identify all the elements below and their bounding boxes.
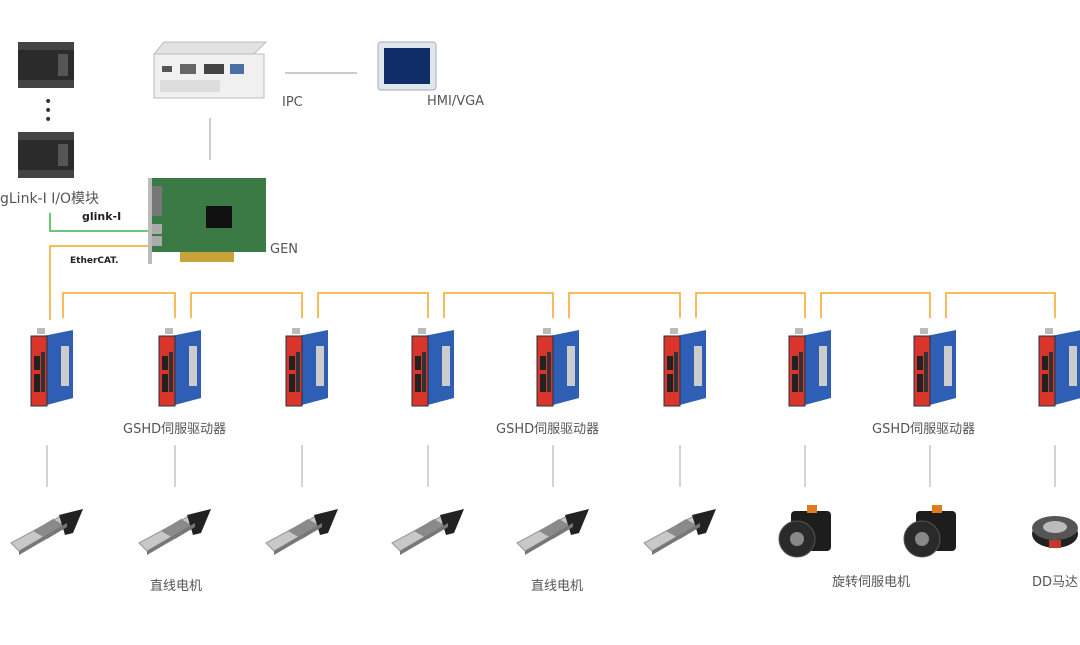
driver-label: GSHD伺服驱动器 bbox=[496, 422, 600, 437]
rotary-motor-label: 旋转伺服电机 bbox=[832, 575, 911, 590]
glink-line bbox=[49, 213, 155, 232]
rotary-servo-motor-icon bbox=[902, 503, 962, 567]
servo-driver-icon bbox=[660, 326, 710, 412]
hmi-label: HMI/VGA bbox=[427, 94, 485, 109]
io-module-label: gLink-I I/O模块 bbox=[0, 191, 100, 207]
ethercat-chain-line bbox=[568, 292, 681, 318]
dd-motor-label: DD马达 bbox=[1032, 575, 1079, 590]
ethercat-chain-line bbox=[695, 292, 806, 318]
io-module-icon bbox=[18, 132, 74, 178]
gen-card-icon bbox=[148, 178, 266, 264]
ethercat-chain-line bbox=[190, 292, 303, 318]
ethercat-chain-line bbox=[62, 292, 176, 318]
linear-motor-icon bbox=[390, 505, 470, 565]
servo-driver-icon bbox=[27, 326, 77, 412]
hmi-monitor-icon bbox=[377, 41, 437, 91]
gen-label: GEN bbox=[270, 242, 299, 257]
ipc-label: IPC bbox=[282, 95, 303, 110]
ethercat-logo: EtherCAT. bbox=[70, 256, 119, 266]
ethercat-line-main bbox=[49, 245, 152, 320]
linear-motor-icon bbox=[515, 505, 595, 565]
rotary-servo-motor-icon bbox=[777, 503, 837, 567]
driver-label: GSHD伺服驱动器 bbox=[872, 422, 976, 437]
io-module-icon bbox=[18, 42, 74, 88]
ellipsis-dots-icon: ••• bbox=[44, 94, 53, 128]
ipc-icon bbox=[152, 41, 268, 99]
linear-motor-icon bbox=[9, 505, 89, 565]
linear-motor-icon bbox=[264, 505, 344, 565]
ethercat-chain-line bbox=[317, 292, 429, 318]
driver-label: GSHD伺服驱动器 bbox=[123, 422, 227, 437]
servo-driver-icon bbox=[155, 326, 205, 412]
servo-driver-icon bbox=[282, 326, 332, 412]
servo-driver-icon bbox=[910, 326, 960, 412]
servo-driver-icon bbox=[785, 326, 835, 412]
linear-motor-label: 直线电机 bbox=[150, 579, 203, 594]
linear-motor-icon bbox=[137, 505, 217, 565]
linear-motor-icon bbox=[642, 505, 722, 565]
servo-driver-icon bbox=[1035, 326, 1080, 412]
glink-logo: glink-Ⅰ bbox=[82, 210, 122, 223]
ethercat-chain-line bbox=[820, 292, 931, 318]
linear-motor-label: 直线电机 bbox=[531, 579, 584, 594]
dd-motor-icon bbox=[1029, 508, 1080, 556]
ethercat-chain-line bbox=[945, 292, 1056, 318]
ethercat-chain-line bbox=[443, 292, 554, 318]
servo-driver-icon bbox=[533, 326, 583, 412]
servo-driver-icon bbox=[408, 326, 458, 412]
